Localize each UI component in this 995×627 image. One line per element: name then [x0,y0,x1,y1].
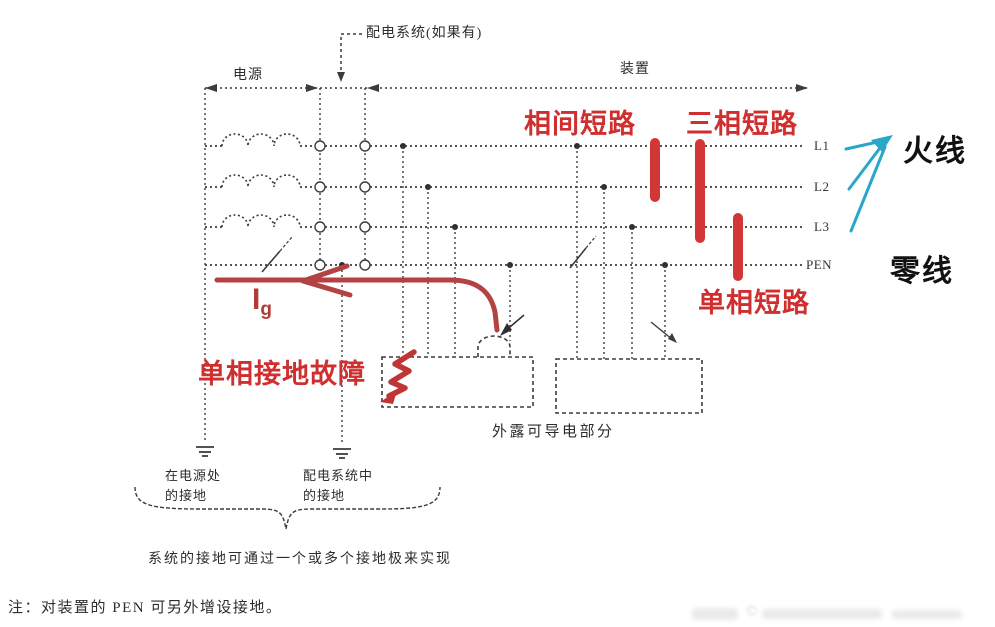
system-grounding-label: 配电系统中 的接地 [303,468,374,504]
watermark-tail-2 [892,610,962,619]
switch-marks [261,235,677,343]
line-label-pen: PEN [806,257,833,272]
source-winding-coils [221,133,301,228]
dimension-line [205,84,808,92]
tap-lines [341,146,666,445]
equipment-box-left [381,335,534,408]
watermark-tail [762,609,882,619]
fault-current-label: Ig [252,283,272,321]
live-wire-label: 火线 [903,135,967,168]
installation-label: 装置 [620,62,650,77]
distribution-system-label: 配电系统(如果有) [366,26,483,41]
source-grounding-label: 在电源处 的接地 [165,468,222,504]
line-label-l1: L1 [814,138,830,153]
live-wire-arrows [844,135,893,233]
conductor-lines [205,145,805,266]
junction-dots [339,143,668,268]
fault-current-symbol: I [252,283,261,316]
source-label: 电源 [233,68,263,83]
watermark [692,608,738,620]
line-label-l3: L3 [814,219,830,234]
short-circuit-bars [650,138,743,281]
ground-fault-lightning-icon [380,349,417,404]
terminal-circles [314,140,371,271]
fault-point-arrow [500,314,525,336]
equipment-box-right [555,358,703,414]
distribution-pointer [337,33,362,82]
ground-fault-current-path [214,263,500,333]
single-phase-short-label: 单相短路 [698,288,810,318]
exposed-parts-label: 外露可导电部分 [492,424,615,440]
pen-footnote: 注：对装置的 PEN 可另外增设接地。 [8,600,283,616]
neutral-wire-label: 零线 [890,255,954,288]
line-label-l2: L2 [814,179,830,194]
boundary-lines [204,88,366,443]
ground-symbol-system [333,448,351,459]
grounding-brace-note: 系统的接地可通过一个或多个接地极来实现 [148,552,452,567]
phase-to-phase-short-label: 相间短路 [524,109,636,139]
ground-symbol-source [196,446,214,457]
ground-fault-label: 单相接地故障 [198,359,366,389]
three-phase-short-label: 三相短路 [686,109,798,139]
fault-current-subscript: g [260,299,272,320]
watermark-copyright: © [746,603,760,620]
